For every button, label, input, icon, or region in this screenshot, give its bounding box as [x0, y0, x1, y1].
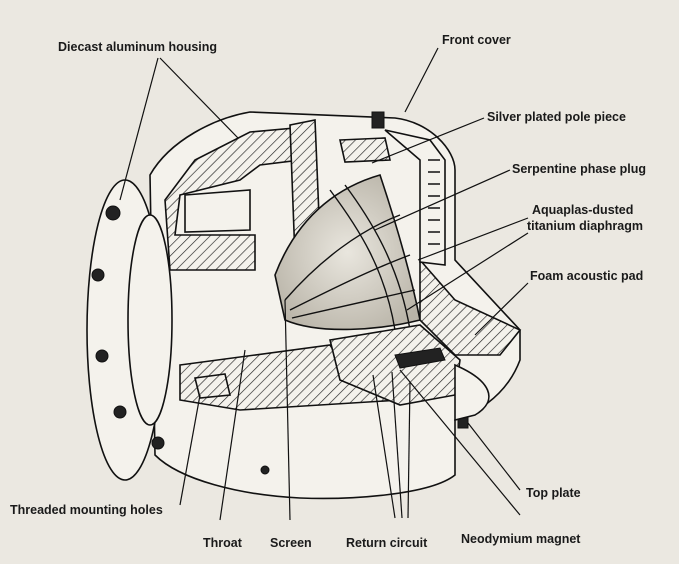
label-return-circuit: Return circuit: [346, 536, 428, 550]
label-front-cover: Front cover: [442, 33, 511, 47]
label-throat: Throat: [203, 536, 242, 550]
mounting-insert: [194, 373, 231, 399]
mounting-bore: [184, 189, 251, 233]
phase-plug: [274, 174, 421, 331]
magnet-element: [394, 347, 446, 369]
label-diaphragm-line1: Aquaplas-dusted: [532, 203, 634, 217]
throat-opening: [127, 214, 173, 426]
label-diaphragm-line2: titanium diaphragm: [527, 219, 643, 233]
label-phase-plug: Serpentine phase plug: [512, 162, 647, 176]
mounting-hole-group: [91, 205, 270, 475]
label-mounting-holes: Threaded mounting holes: [10, 503, 163, 517]
pole-piece-top: [339, 137, 391, 163]
leader-lines: [119, 47, 529, 521]
label-diecast-housing: Diecast aluminum housing: [58, 40, 218, 54]
screw-top: [371, 111, 385, 129]
label-neodymium-magnet: Neodymium magnet: [461, 532, 581, 546]
housing-upper-section: [164, 127, 301, 271]
top-plate: [454, 363, 490, 422]
label-pole-piece: Silver plated pole piece: [487, 110, 626, 124]
foam-pad-area: [419, 257, 522, 356]
label-top-plate: Top plate: [526, 486, 581, 500]
label-screen: Screen: [270, 536, 312, 550]
label-foam-pad: Foam acoustic pad: [530, 269, 644, 283]
